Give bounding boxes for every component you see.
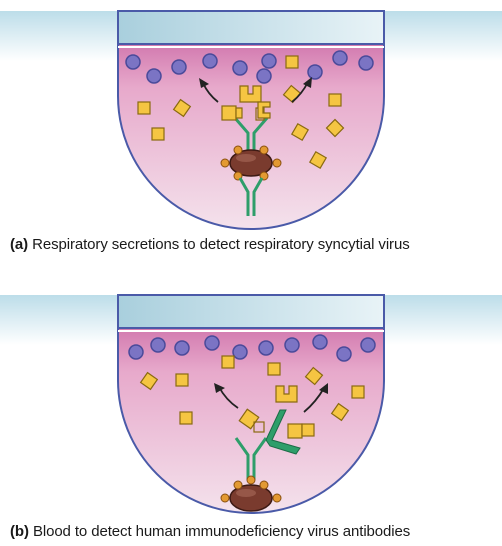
panel-b-well-diagram xyxy=(0,290,502,514)
square-particles-a xyxy=(137,55,345,170)
caption-a: (a) Respiratory secretions to detect res… xyxy=(10,236,410,253)
secondary-antibody-b xyxy=(265,409,301,455)
well-b-cap xyxy=(119,296,383,328)
caption-a-text: Respiratory secretions to detect respira… xyxy=(32,236,410,253)
caption-b: (b) Blood to detect human immunodeficien… xyxy=(10,523,410,540)
plate-right-surface xyxy=(384,295,502,345)
circle-particles-b xyxy=(128,334,376,362)
panel-a-well-diagram xyxy=(0,6,502,230)
antibody-a xyxy=(233,117,269,156)
plate-left-surface xyxy=(0,11,118,61)
bound-antigen-a xyxy=(221,85,271,121)
well-b-svg xyxy=(0,294,502,514)
primary-antibody-b xyxy=(234,437,268,480)
plate-right-surface xyxy=(384,11,502,61)
caption-b-text: Blood to detect human immunodeficiency v… xyxy=(32,523,411,540)
bound-antigen-b xyxy=(238,385,315,439)
capture-antibody-a xyxy=(238,177,264,216)
plate-left-surface xyxy=(0,295,118,345)
enzyme-complex-a xyxy=(220,145,282,181)
well-a-cap xyxy=(119,12,383,44)
well-a-svg xyxy=(0,10,502,230)
caption-a-label: (a) xyxy=(10,236,29,253)
circle-particles-a xyxy=(125,50,374,84)
enzyme-complex-b xyxy=(220,475,282,512)
caption-b-label: (b) xyxy=(10,523,29,540)
square-particles-b xyxy=(139,355,365,425)
